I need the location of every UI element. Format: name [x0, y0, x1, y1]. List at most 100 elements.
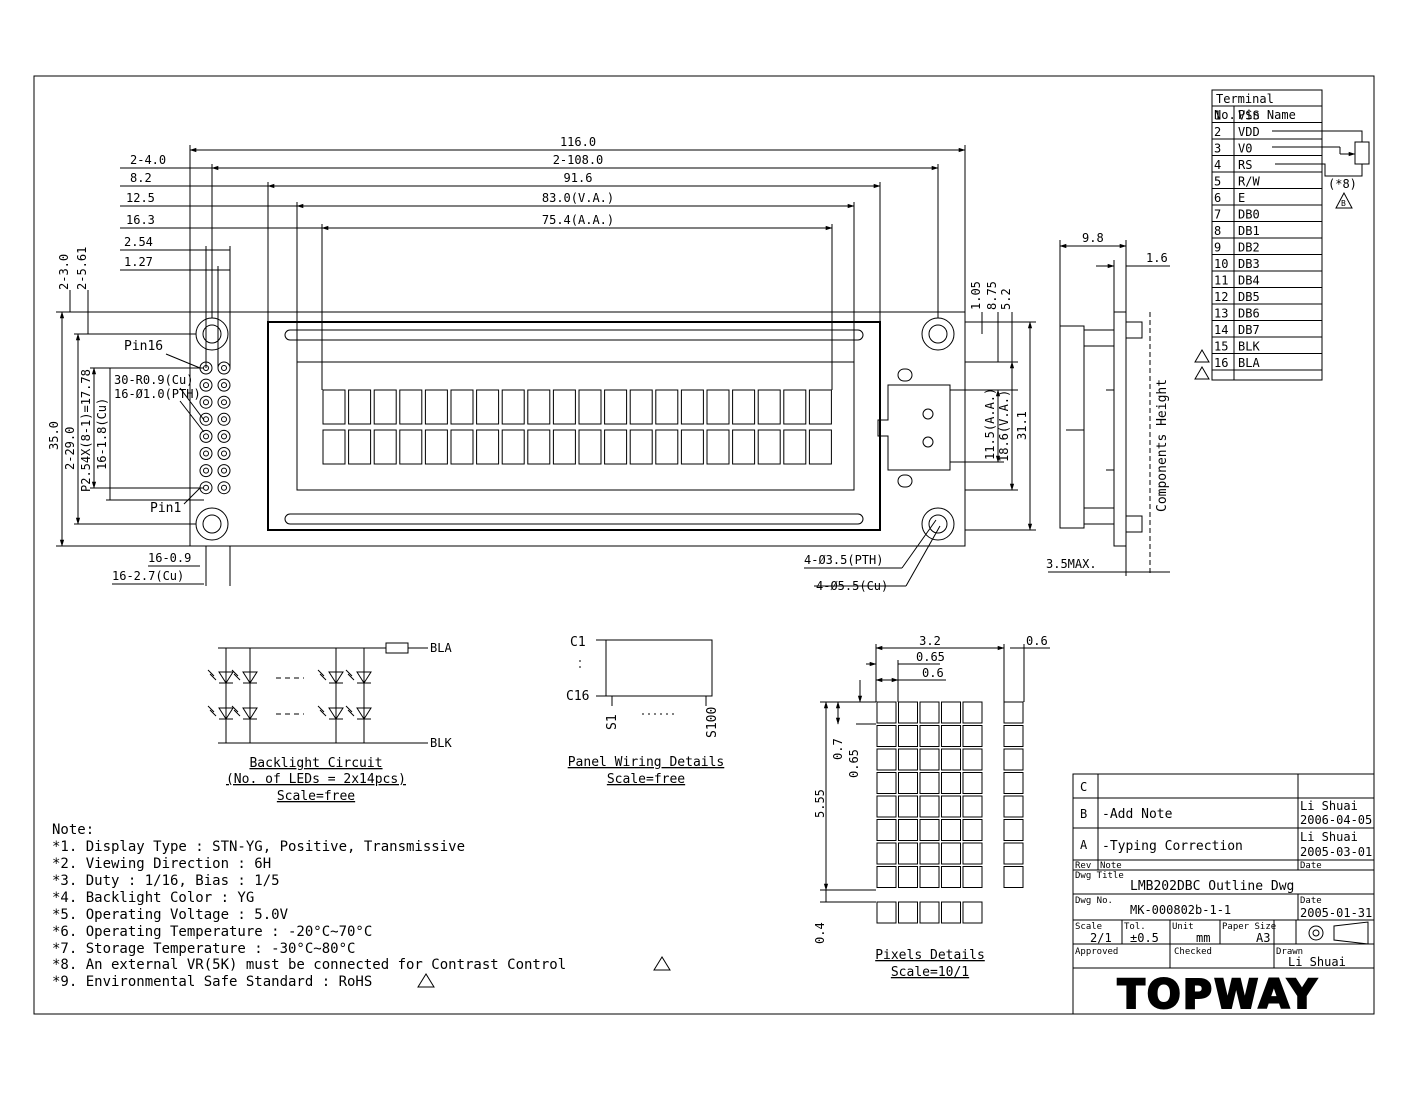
char-cell: [783, 429, 807, 465]
pixel-dot: [941, 842, 961, 865]
pad-radius-label: 30-R0.9(Cu): [114, 373, 193, 387]
right-dimension-lines: [950, 312, 1036, 531]
panel-s1: S1: [605, 714, 620, 730]
pin-hole: [221, 484, 227, 491]
terminal-pin-no: 4: [1214, 158, 1221, 172]
terminal-header-no: No.: [1214, 108, 1236, 122]
pixel-dot: [941, 795, 961, 818]
char-cell: [501, 389, 525, 425]
pixel-dot: [898, 795, 918, 818]
dim-8-2: 8.2: [130, 171, 152, 185]
char-cell: [706, 389, 730, 425]
terminal-pin-name: E: [1238, 191, 1245, 205]
topway-logo: TOPWAY: [1117, 972, 1318, 1018]
pixel-dot: [919, 725, 940, 747]
pixel-dot: [898, 725, 918, 747]
pixel-dot: [898, 866, 918, 888]
dim-91-6: 91.6: [564, 171, 593, 185]
rev-a-note: -Typing Correction: [1102, 839, 1243, 854]
char-cell: [680, 389, 704, 425]
terminal-pin-no: 8: [1214, 224, 1221, 238]
char-cell: [578, 429, 602, 465]
pixel-dot: [962, 819, 983, 841]
terminal-pin-no: 6: [1214, 191, 1221, 205]
char-cell: [348, 389, 372, 425]
pixel-dot: [962, 866, 983, 888]
top-dimension-lines: [120, 145, 966, 390]
notes-heading: Note:: [52, 822, 94, 838]
pixel-dot: [962, 701, 983, 724]
dim-11-5: 11.5(A.A.): [983, 388, 997, 460]
terminal-pin-name: V0: [1238, 142, 1252, 156]
led-icon: [231, 669, 258, 684]
note-3: *3. Duty : 1/16, Bias : 1/5: [52, 873, 280, 889]
pixel-dot: [941, 748, 961, 771]
dim-2-108: 2-108.0: [553, 153, 604, 167]
char-cell: [629, 389, 653, 425]
panel-c1: C1: [570, 635, 586, 650]
rev-c: C: [1080, 780, 1087, 794]
backlight-subtitle: (No. of LEDs = 2x14pcs): [226, 772, 406, 787]
pin-pad: [217, 395, 231, 409]
pix-dim-0-65-v: 0.65: [847, 749, 861, 778]
dim-2-3-0: 2-3.0: [57, 254, 71, 290]
rev-b-by: Li Shuai: [1300, 799, 1358, 813]
dim-hole-cu: 4-Ø5.5(Cu): [816, 579, 888, 593]
pin-pad: [217, 447, 231, 460]
pixel-dot: [898, 748, 918, 771]
terminal-pin-no: 15: [1214, 340, 1228, 354]
terminal-pin-name: DB5: [1238, 290, 1260, 304]
drawn-by: Li Shuai: [1288, 955, 1346, 969]
char-cell: [706, 429, 730, 465]
pin-pad: [217, 481, 231, 495]
char-cell: [527, 389, 551, 425]
unit-value: mm: [1196, 931, 1210, 945]
char-cell: [450, 429, 474, 465]
pin-hole: [203, 467, 209, 474]
char-cell: [373, 429, 397, 465]
pixel-dot: [1003, 866, 1024, 888]
terminal-pin-no: 1: [1214, 109, 1221, 123]
pix-dim-5-55: 5.55: [813, 789, 827, 818]
char-cell: [399, 429, 423, 465]
terminal-title: Terminal: [1216, 92, 1274, 106]
char-cell: [578, 389, 602, 425]
pixel-dot: [919, 819, 940, 841]
scale-value: 2/1: [1090, 931, 1112, 945]
rev-b-note: -Add Note: [1102, 807, 1173, 822]
terminal-pin-name: DB6: [1238, 307, 1260, 321]
pin-pad: [199, 378, 213, 392]
terminal-pin-name: VDD: [1238, 125, 1260, 139]
lcd-bezel: [267, 321, 881, 531]
char-cell: [424, 429, 448, 465]
pixels-detail: [820, 644, 1050, 924]
pixel-dot: [876, 772, 897, 794]
dim-31-1: 31.1: [1015, 411, 1029, 440]
terminal-pin-no: 13: [1214, 307, 1228, 321]
pixel-dot: [876, 701, 897, 724]
lbl-date2: Date: [1300, 896, 1322, 906]
dim-16-1-8: 16-1.8(Cu): [95, 398, 109, 470]
pin-pad: [217, 361, 231, 375]
char-cell: [476, 389, 500, 425]
note-1: *1. Display Type : STN-YG, Positive, Tra…: [52, 839, 465, 855]
lbl-paper: Paper Size: [1222, 922, 1276, 932]
terminal-pin-no: 16: [1214, 356, 1228, 370]
pixel-dot: [876, 748, 897, 771]
pixel-dot: [941, 725, 961, 747]
pixel-dot: [876, 866, 897, 888]
backlight-tab: [877, 368, 951, 488]
pix-dim-0-7: 0.7: [831, 738, 845, 760]
pixel-dot: [919, 842, 940, 865]
backlight-circuit: [207, 642, 428, 744]
lbl-approved: Approved: [1075, 947, 1118, 957]
char-cell: [680, 429, 704, 465]
char-cell: [348, 429, 372, 465]
pin-hole: [221, 365, 227, 371]
pin-hole: [221, 382, 227, 389]
pixel-dot: [876, 725, 897, 747]
backlight-title: Backlight Circuit: [249, 756, 382, 771]
terminal-pin-no: 3: [1214, 142, 1221, 156]
vr-symbol: [1272, 130, 1370, 177]
terminal-pin-no: 7: [1214, 208, 1221, 222]
